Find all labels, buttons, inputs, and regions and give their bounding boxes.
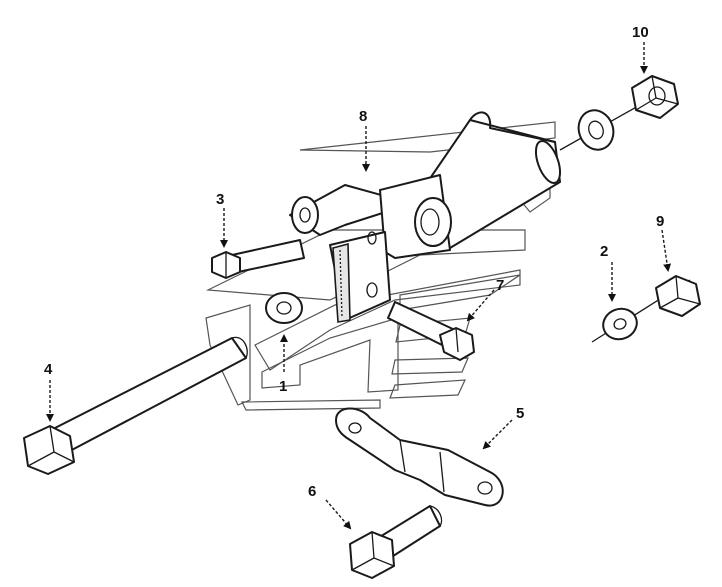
callout-8: 8: [359, 108, 367, 125]
callout-9: 9: [656, 213, 664, 230]
callout-4: 4: [44, 361, 53, 378]
callout-3: 3: [216, 191, 224, 208]
bolt-3: [211, 239, 305, 279]
callout-1: 1: [279, 378, 287, 395]
right-hardware: [591, 275, 701, 343]
callout-10: 10: [632, 24, 649, 41]
callout-2: 2: [600, 243, 608, 260]
callout-5: 5: [516, 405, 524, 422]
washer-1: [265, 292, 303, 324]
callout-7: 7: [496, 277, 504, 294]
short-bolt: [349, 505, 443, 579]
long-bolt: [23, 336, 248, 475]
support-bracket: [289, 111, 562, 323]
callout-6: 6: [308, 483, 316, 500]
bolt-7: [387, 301, 475, 361]
callout-labels: 1 2 3 4 5 6 7 8 9 10: [44, 24, 664, 500]
link-plate: [335, 407, 504, 507]
upper-hardware: [559, 75, 679, 151]
leader-arrows: [46, 42, 672, 530]
